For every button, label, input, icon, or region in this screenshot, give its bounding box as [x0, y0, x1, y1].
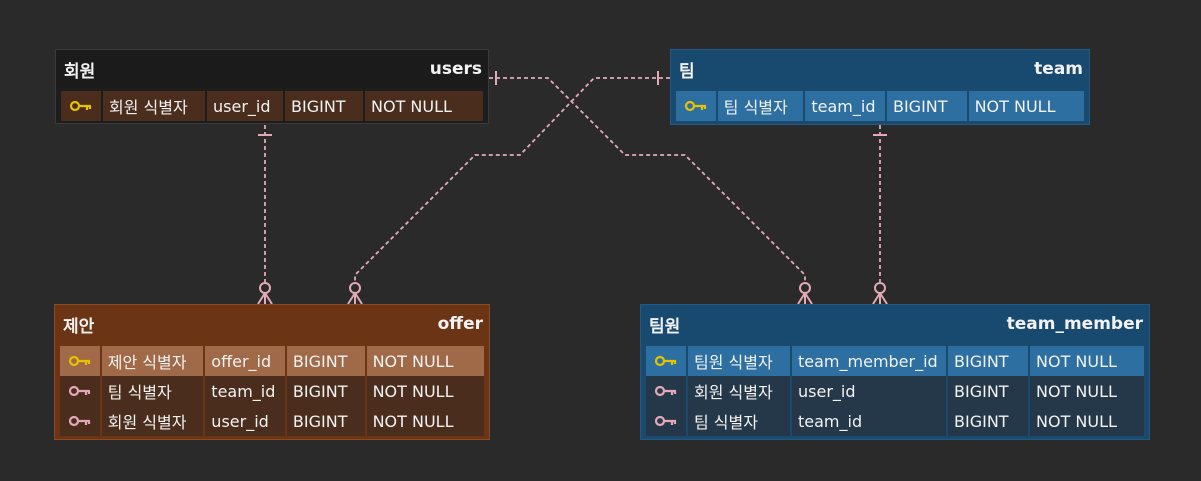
column-name: team_id	[205, 376, 287, 406]
column-type: BIGINT	[287, 406, 367, 436]
table-offer[interactable]: 제안 offer 제안 식별자 offer_id BIGINT NOT NULL…	[54, 304, 490, 440]
column-type: BIGINT	[287, 376, 367, 406]
many-marker-offer-users	[257, 282, 273, 305]
table-row[interactable]: 회원 식별자 user_id BIGINT NOT NULL	[61, 91, 483, 121]
key-icon-gold	[61, 91, 103, 121]
table-name: team_member	[1006, 314, 1143, 334]
table-header[interactable]: 제안 offer	[55, 305, 489, 343]
column-label: 회원 식별자	[688, 376, 792, 406]
column-constraint: NOT NULL	[371, 96, 452, 116]
column-type: BIGINT	[948, 376, 1030, 406]
key-icon-pink	[60, 376, 102, 406]
table-label: 팀원	[649, 316, 681, 337]
column-label: 팀 식별자	[688, 406, 792, 436]
table-header[interactable]: 팀 team	[671, 50, 1089, 88]
column-constraint: NOT NULL	[1036, 351, 1117, 371]
column-constraint: NOT NULL	[372, 411, 454, 431]
column-name: offer_id	[205, 346, 287, 376]
column-label: 제안 식별자	[102, 346, 206, 376]
column-name: team_id	[792, 406, 948, 436]
column-constraint: NOT NULL	[1036, 411, 1117, 431]
column-name: user_id	[207, 91, 285, 121]
column-type: BIGINT	[948, 346, 1030, 376]
key-icon-pink	[60, 406, 102, 436]
column-type: BIGINT	[285, 91, 365, 121]
column-label: 회원 식별자	[103, 91, 207, 121]
column-label: 팀원 식별자	[688, 346, 792, 376]
column-name: team_member_id	[792, 346, 948, 376]
table-row[interactable]: 팀 식별자 team_id BIGINT NOT NULL	[60, 376, 484, 406]
table-users[interactable]: 회원 users 회원 식별자 user_id BIGINT NOT NULL	[55, 49, 489, 124]
column-type: BIGINT	[948, 406, 1030, 436]
column-constraint: NOT NULL	[1036, 381, 1117, 401]
table-row[interactable]: 회원 식별자 user_id BIGINT NOT NULL	[60, 406, 484, 436]
table-row[interactable]: 회원 식별자 user_id BIGINT NOT NULL	[646, 376, 1144, 406]
column-constraint: NOT NULL	[372, 381, 454, 401]
column-constraint: NOT NULL	[372, 351, 454, 371]
many-marker-team-member-users	[797, 282, 813, 305]
column-label: 팀 식별자	[102, 376, 206, 406]
table-name: offer	[437, 314, 483, 334]
key-icon-gold	[60, 346, 102, 376]
column-name: user_id	[205, 406, 287, 436]
many-marker-team-member-team	[872, 282, 888, 305]
key-icon-pink	[646, 376, 688, 406]
table-row[interactable]: 팀 식별자 team_id BIGINT NOT NULL	[676, 91, 1084, 121]
table-name: team	[1034, 59, 1083, 79]
column-label: 회원 식별자	[102, 406, 206, 436]
table-team[interactable]: 팀 team 팀 식별자 team_id BIGINT NOT NULL	[670, 49, 1090, 125]
column-type: BIGINT	[287, 346, 367, 376]
column-name: team_id	[805, 91, 887, 121]
table-row[interactable]: 제안 식별자 offer_id BIGINT NOT NULL	[60, 346, 484, 376]
key-icon-gold	[646, 346, 688, 376]
column-label: 팀 식별자	[718, 91, 806, 121]
table-label: 팀	[679, 61, 695, 82]
column-constraint: NOT NULL	[974, 96, 1056, 116]
table-team-member[interactable]: 팀원 team_member 팀원 식별자 team_member_id BIG…	[640, 304, 1150, 440]
column-name: user_id	[792, 376, 948, 406]
column-type: BIGINT	[887, 91, 969, 121]
table-header[interactable]: 회원 users	[56, 50, 488, 88]
key-icon-gold	[676, 91, 718, 121]
table-header[interactable]: 팀원 team_member	[641, 305, 1149, 343]
table-name: users	[429, 59, 482, 79]
key-icon-pink	[646, 406, 688, 436]
many-marker-offer-team	[347, 282, 363, 305]
table-row[interactable]: 팀원 식별자 team_member_id BIGINT NOT NULL	[646, 346, 1144, 376]
table-label: 회원	[64, 61, 96, 82]
table-label: 제안	[63, 316, 95, 337]
table-row[interactable]: 팀 식별자 team_id BIGINT NOT NULL	[646, 406, 1144, 436]
